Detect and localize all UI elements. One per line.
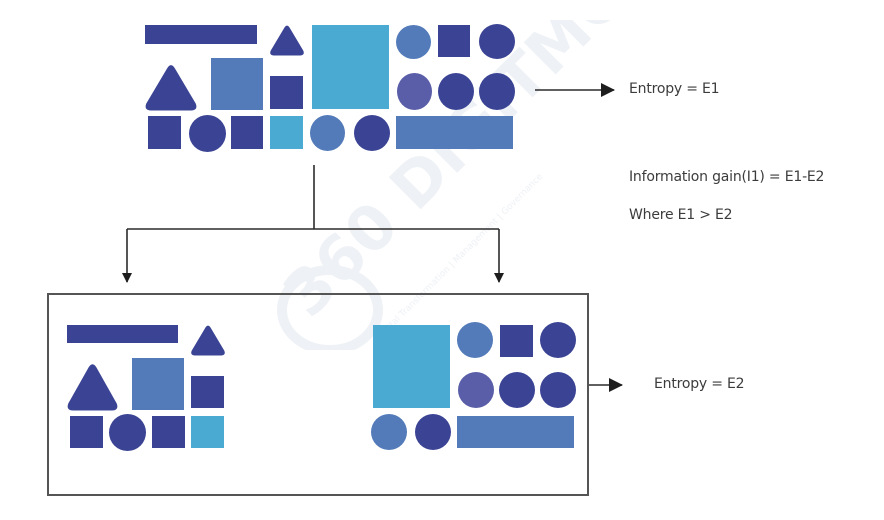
violet-circle-shape	[397, 73, 432, 110]
right-split	[371, 322, 576, 450]
navy-square-shape	[191, 376, 224, 408]
navy-circle-shape	[479, 24, 515, 59]
mid-blue-circle-shape	[457, 322, 493, 358]
parent-dataset	[145, 24, 515, 152]
navy-square-shape	[148, 116, 181, 149]
navy-circle-shape	[499, 372, 535, 408]
information-gain-label: Information gain(I1) = E1-E2	[629, 169, 825, 185]
mid-blue-rect-shape	[457, 416, 574, 448]
mid-blue-circle-shape	[310, 115, 345, 151]
condition-label: Where E1 > E2	[629, 207, 733, 223]
cyan-square-shape	[312, 25, 389, 109]
mid-blue-rect-shape	[396, 116, 513, 149]
navy-rect-shape	[67, 325, 178, 343]
entropy-e2-label: Entropy = E2	[654, 376, 745, 392]
mid-blue-square-shape	[211, 58, 263, 110]
violet-circle-shape	[458, 372, 494, 408]
navy-circle-shape	[540, 322, 576, 358]
navy-circle-shape	[540, 372, 576, 408]
navy-square-shape	[152, 416, 185, 448]
left-split	[67, 325, 225, 451]
navy-circle-shape	[189, 115, 226, 152]
split-connector	[122, 165, 504, 283]
navy-triangle-shape	[67, 364, 118, 411]
cyan-square-shape	[191, 416, 224, 448]
navy-square-shape	[70, 416, 103, 448]
mid-blue-circle-shape	[371, 414, 407, 450]
entropy-e1-label: Entropy = E1	[629, 81, 720, 97]
navy-square-shape	[231, 116, 263, 149]
navy-circle-shape	[415, 414, 451, 450]
mid-blue-circle-shape	[396, 25, 431, 59]
children-box	[47, 293, 589, 496]
cyan-square-shape	[270, 116, 303, 149]
navy-rect-shape	[145, 25, 257, 44]
navy-triangle-shape	[145, 65, 197, 111]
navy-square-shape	[270, 76, 303, 109]
cyan-square-shape	[373, 325, 450, 408]
navy-triangle-shape	[191, 325, 225, 356]
navy-square-shape	[500, 325, 533, 357]
navy-circle-shape	[438, 73, 474, 110]
navy-triangle-shape	[270, 25, 304, 56]
navy-circle-shape	[109, 414, 146, 451]
navy-square-shape	[438, 25, 470, 57]
navy-circle-shape	[354, 115, 390, 151]
navy-circle-shape	[479, 73, 515, 110]
mid-blue-square-shape	[132, 358, 184, 410]
